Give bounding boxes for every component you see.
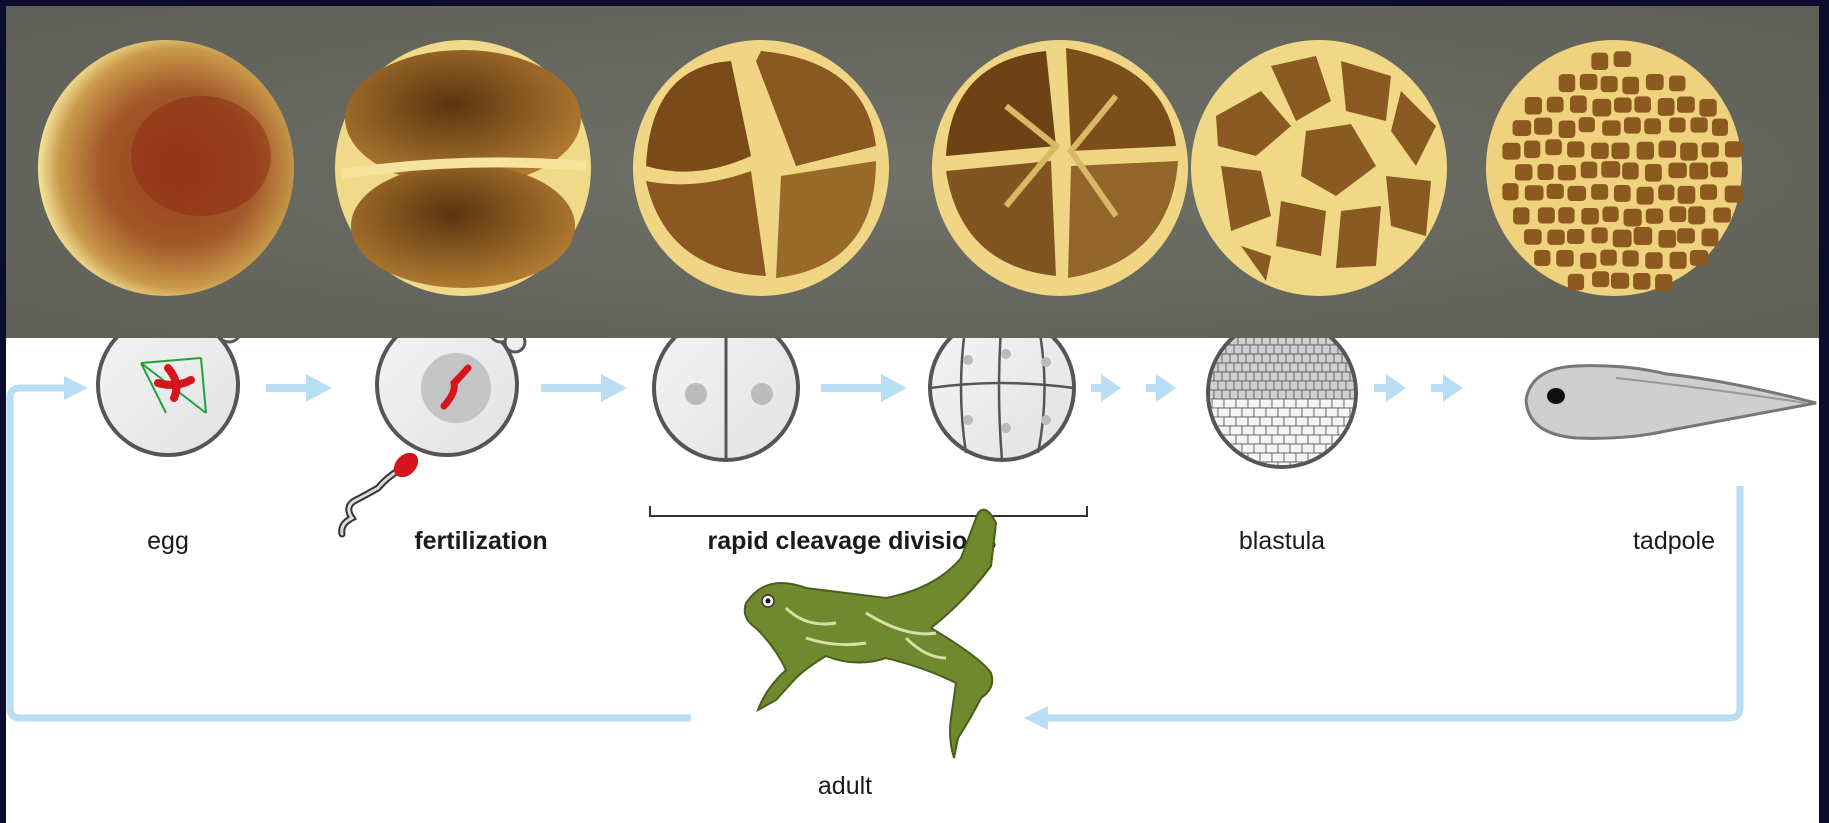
cycle-return-line bbox=[1046, 486, 1740, 718]
cleavage-label: rapid cleavage divisions bbox=[707, 527, 996, 555]
cycle-arrowhead-to-egg bbox=[64, 376, 88, 400]
life-cycle-diagram: egg fertilization bbox=[6, 338, 1819, 823]
embryo-photo-strip bbox=[6, 6, 1819, 338]
cycle-arrowhead-to-adult bbox=[1024, 706, 1048, 730]
adult-label: adult bbox=[818, 772, 872, 800]
sperm-icon bbox=[342, 468, 402, 534]
fertilization-label: fertilization bbox=[414, 527, 547, 555]
embryo-photo-2-cell bbox=[335, 40, 591, 296]
embryo-photo-blastula bbox=[1486, 40, 1743, 296]
two-cell-diagram bbox=[654, 338, 798, 460]
cleavage-bracket bbox=[650, 506, 1087, 516]
embryo-photo-early-blastula bbox=[1191, 40, 1447, 296]
eight-cell-diagram bbox=[930, 338, 1074, 460]
tadpole-diagram bbox=[1526, 366, 1816, 439]
egg-label: egg bbox=[147, 527, 189, 555]
embryo-photo-8-cell bbox=[932, 40, 1188, 296]
tadpole-eye-icon bbox=[1547, 388, 1565, 404]
blastula-diagram bbox=[1206, 338, 1452, 480]
blastula-label: blastula bbox=[1239, 527, 1325, 555]
tadpole-label: tadpole bbox=[1633, 527, 1715, 555]
embryo-photo-egg bbox=[38, 40, 294, 296]
cycle-return-line-left bbox=[10, 388, 691, 718]
egg-diagram bbox=[98, 338, 241, 455]
fertilization-diagram bbox=[342, 338, 525, 534]
embryo-photo-4-cell bbox=[633, 40, 889, 296]
